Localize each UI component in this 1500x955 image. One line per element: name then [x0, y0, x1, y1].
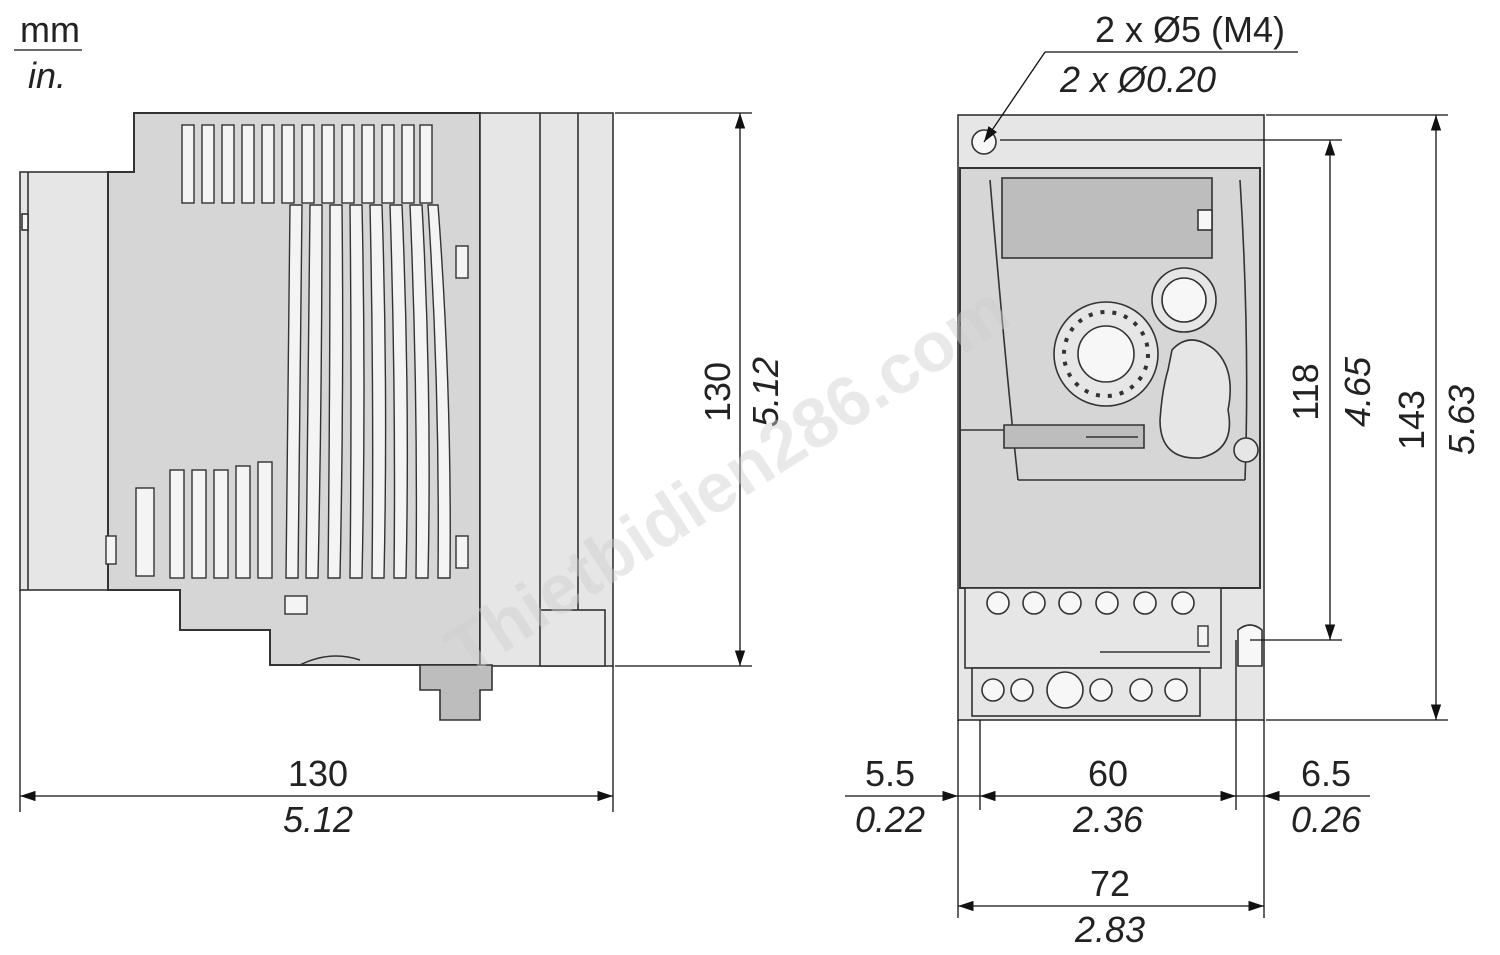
- control-dial: [1053, 301, 1159, 407]
- right-offset-mm: 6.5: [1301, 753, 1351, 794]
- panel-keypad: [1159, 339, 1231, 459]
- side-din-clip: [419, 664, 493, 721]
- side-front-face: [479, 112, 614, 667]
- hole-callout-mm: 2 x Ø5 (M4): [1095, 9, 1285, 50]
- front-dimensions: 2 x Ø5 (M4) 2 x Ø0.20 118 4.65 143 5.63 …: [845, 9, 1482, 950]
- hole-callout-in: 2 x Ø0.20: [1059, 59, 1216, 100]
- overall-width-in: 2.83: [1074, 909, 1145, 950]
- terminal-block-lower: [971, 667, 1201, 717]
- overall-width-mm: 72: [1090, 863, 1130, 904]
- side-latch-bottom: [455, 535, 469, 569]
- side-latch-top: [455, 245, 469, 279]
- units-in: in.: [28, 55, 66, 96]
- mounting-width-in: 2.36: [1072, 799, 1144, 840]
- overall-height-mm: 143: [1391, 390, 1432, 450]
- side-view-device: [19, 112, 614, 721]
- display-window: [1001, 177, 1213, 259]
- mounting-width-mm: 60: [1088, 753, 1128, 794]
- side-depth-mm: 130: [288, 753, 348, 794]
- units-mm: mm: [20, 9, 80, 50]
- side-top-vents: [181, 124, 433, 204]
- overall-height-in: 5.63: [1441, 385, 1482, 455]
- side-depth-in: 5.12: [283, 799, 353, 840]
- side-dimensions: 130 5.12 130 5.12: [19, 112, 786, 840]
- side-height-in: 5.12: [745, 357, 786, 427]
- side-bottom-vents: [169, 461, 273, 579]
- front-view-device: [957, 114, 1265, 721]
- side-curved-vents: [285, 204, 451, 579]
- right-offset-in: 0.26: [1291, 799, 1362, 840]
- units-legend: mm in.: [14, 9, 82, 96]
- left-offset-mm: 5.5: [865, 753, 915, 794]
- terminal-block-upper: [964, 587, 1222, 669]
- hole-callout-leader: [983, 51, 1046, 143]
- side-rear-block: [19, 171, 109, 591]
- side-height-mm: 130: [697, 362, 738, 422]
- mounting-height-mm: 118: [1285, 363, 1326, 420]
- left-offset-in: 0.22: [855, 799, 925, 840]
- mounting-height-in: 4.65: [1337, 356, 1378, 427]
- mounting-slot-bottom: [1237, 624, 1263, 667]
